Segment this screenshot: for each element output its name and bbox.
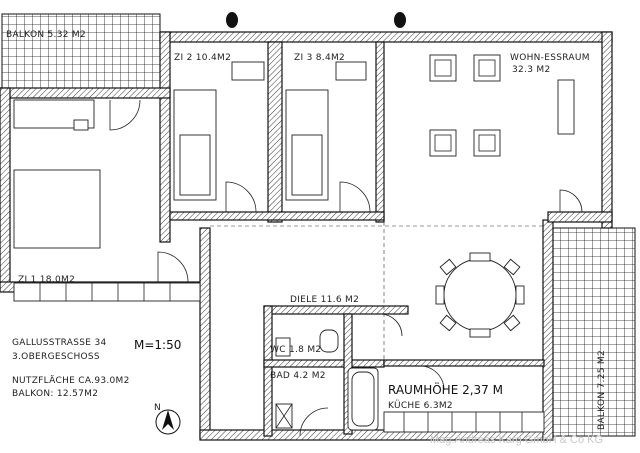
zi2-door-swing xyxy=(225,181,257,213)
wall-left-upper xyxy=(159,31,171,243)
wall-zi3-wohn xyxy=(375,41,385,223)
label-wc: WC 1.8 M2 xyxy=(270,345,321,355)
chimney-right xyxy=(394,12,406,28)
label-wohn-1: WOHN-ESSRAUM xyxy=(510,53,590,63)
label-zi1: ZI 1 18.0M2 xyxy=(18,275,75,285)
wall-right-upper xyxy=(601,31,613,229)
wall-rooms-bottom xyxy=(169,211,385,221)
floor: 3.OBERGESCHOSS xyxy=(12,352,100,362)
watermark: Mag.Andreas Karg GmbH & Co KG xyxy=(430,434,603,446)
zi1-bed xyxy=(13,169,101,249)
wall-wc-left xyxy=(263,305,273,437)
armchair-3 xyxy=(429,129,457,157)
chimney-left xyxy=(226,12,238,28)
diele-door-swing xyxy=(157,251,189,283)
zi2-bed-pillow xyxy=(179,134,211,196)
zi1-wardrobe xyxy=(13,282,201,302)
balcony-top xyxy=(1,13,161,91)
zi3-wardrobe xyxy=(335,61,367,81)
kitchen-counter xyxy=(383,411,545,433)
wall-kueche-top xyxy=(383,359,545,367)
zi1-door-swing xyxy=(109,99,141,131)
zi3-bed-pillow xyxy=(291,134,323,196)
balkon-total: BALKON: 12.57M2 xyxy=(12,389,98,399)
label-balkon-top: BALKON 5.32 M2 xyxy=(6,30,86,40)
zi2-wardrobe xyxy=(231,61,265,81)
label-zi3: ZI 3 8.4M2 xyxy=(294,53,345,63)
wall-zi2-zi3 xyxy=(267,41,283,223)
label-wohn-2: 32.3 M2 xyxy=(512,65,551,75)
armchair-1 xyxy=(429,54,457,82)
wall-wohn-bottom-right xyxy=(547,211,613,223)
north-arrow xyxy=(155,409,181,435)
nutzflaeche: NUTZFLÄCHE CA.93.0M2 xyxy=(12,375,130,386)
label-balkon-right: BALKON 7.25 M2 xyxy=(597,350,607,430)
label-zi2: ZI 2 10.4M2 xyxy=(174,53,231,63)
label-kueche: KÜCHE 6.3M2 xyxy=(388,400,453,411)
armchair-4 xyxy=(473,129,501,157)
wall-wc-bad xyxy=(263,359,385,368)
label-bad: BAD 4.2 M2 xyxy=(270,371,326,381)
wall-wc-top xyxy=(263,305,409,315)
balcony-door-swing xyxy=(559,189,583,213)
sideboard xyxy=(557,79,575,135)
scale: M=1:50 xyxy=(134,338,181,352)
wc-toilet xyxy=(319,329,339,353)
wall-top xyxy=(159,31,613,43)
wall-zi1-top xyxy=(0,87,171,99)
north-label: N xyxy=(154,403,161,413)
wc-basin xyxy=(275,337,291,357)
armchair-2 xyxy=(473,54,501,82)
wall-lower-left xyxy=(199,227,211,439)
label-diele: DIELE 11.6 M2 xyxy=(290,295,359,305)
zi3-door-swing xyxy=(339,181,371,213)
wall-zi1-left xyxy=(0,87,11,289)
dining-table xyxy=(443,258,517,332)
balcony-right xyxy=(552,227,636,437)
wall-right-lower xyxy=(542,219,554,441)
raumhoehe: RAUMHÖHE 2,37 M xyxy=(388,381,503,397)
address: GALLUSSTRASSE 34 xyxy=(12,338,107,348)
